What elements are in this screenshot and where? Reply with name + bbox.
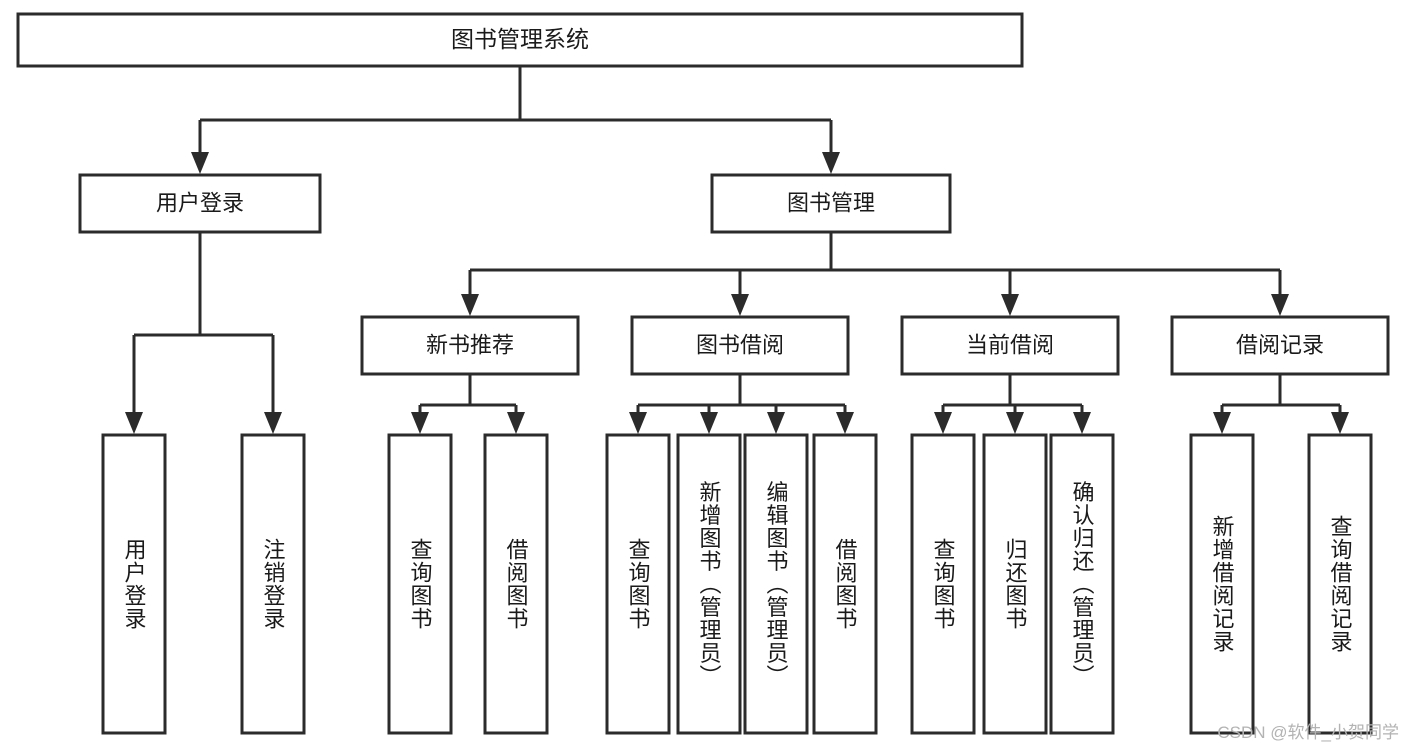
node-leaf-add-book-rect <box>676 433 742 735</box>
node-leaf-user-login-rect <box>101 433 167 735</box>
arrow-head-icon <box>767 412 785 434</box>
node-borrow-record-rect <box>1170 315 1390 376</box>
node-leaf-query-record-label: 查询借阅记录 <box>1328 515 1353 653</box>
node-user-login[interactable]: 用户登录 <box>78 173 322 234</box>
node-leaf-query-book-3[interactable]: 查询图书 <box>910 433 976 735</box>
node-new-book-rec-rect <box>360 315 580 376</box>
node-current-borrow[interactable]: 当前借阅 <box>900 315 1120 376</box>
node-leaf-query-record-rect <box>1307 433 1373 735</box>
node-leaf-logout-rect <box>240 433 306 735</box>
node-leaf-borrow-book-2-rect <box>812 433 878 735</box>
node-leaf-query-book-1-rect <box>387 433 453 735</box>
node-leaf-edit-book-rect <box>743 433 809 735</box>
node-leaf-add-record-rect <box>1189 433 1255 735</box>
node-root-label: 图书管理系统 <box>451 26 589 52</box>
arrow-head-icon <box>731 294 749 316</box>
node-user-login-label: 用户登录 <box>156 190 244 215</box>
node-leaf-return-book-rect <box>982 433 1048 735</box>
node-book-manage[interactable]: 图书管理 <box>710 173 952 234</box>
node-leaf-confirm-return[interactable]: 确认归还（管理员） <box>1049 433 1115 735</box>
node-root-rect <box>16 12 1024 68</box>
node-leaf-add-book-label: 新增图书（管理员） <box>697 481 722 688</box>
node-leaf-confirm-return-rect <box>1049 433 1115 735</box>
node-leaf-user-login-label: 用户登录 <box>122 538 147 630</box>
node-leaf-borrow-book-2-label: 借阅图书 <box>833 538 858 630</box>
node-book-borrow[interactable]: 图书借阅 <box>630 315 850 376</box>
arrow-head-icon <box>934 412 952 434</box>
node-root[interactable]: 图书管理系统 <box>16 12 1024 68</box>
node-leaf-query-book-3-rect <box>910 433 976 735</box>
node-leaf-user-login[interactable]: 用户登录 <box>101 433 167 735</box>
arrow-head-icon <box>507 412 525 434</box>
arrow-head-icon <box>1331 412 1349 434</box>
node-leaf-query-book-1-label: 查询图书 <box>408 538 433 630</box>
node-leaf-query-book-3-label: 查询图书 <box>931 538 956 630</box>
arrow-head-icon <box>1001 294 1019 316</box>
node-book-manage-label: 图书管理 <box>787 190 875 215</box>
arrow-head-icon <box>461 294 479 316</box>
node-borrow-record[interactable]: 借阅记录 <box>1170 315 1390 376</box>
arrow-head-icon <box>1073 412 1091 434</box>
node-leaf-query-book-2-label: 查询图书 <box>626 538 651 630</box>
node-leaf-query-record[interactable]: 查询借阅记录 <box>1307 433 1373 735</box>
watermark-label: CSDN @软件_小贺同学 <box>1217 723 1399 742</box>
node-leaf-return-book[interactable]: 归还图书 <box>982 433 1048 735</box>
node-new-book-rec[interactable]: 新书推荐 <box>360 315 580 376</box>
arrow-head-icon <box>411 412 429 434</box>
connector-layer <box>125 66 1349 434</box>
arrow-head-icon <box>1271 294 1289 316</box>
arrow-head-icon <box>125 412 143 434</box>
node-leaf-borrow-book-1-rect <box>483 433 549 735</box>
node-new-book-rec-label: 新书推荐 <box>426 332 514 357</box>
node-current-borrow-rect <box>900 315 1120 376</box>
arrow-head-icon <box>1213 412 1231 434</box>
node-leaf-query-book-1[interactable]: 查询图书 <box>387 433 453 735</box>
node-leaf-edit-book[interactable]: 编辑图书（管理员） <box>743 433 809 735</box>
node-borrow-record-label: 借阅记录 <box>1236 332 1324 357</box>
node-leaf-confirm-return-label: 确认归还（管理员） <box>1070 481 1095 688</box>
node-leaf-logout[interactable]: 注销登录 <box>240 433 306 735</box>
node-leaf-borrow-book-2[interactable]: 借阅图书 <box>812 433 878 735</box>
arrow-head-icon <box>1006 412 1024 434</box>
arrow-head-icon <box>836 412 854 434</box>
node-leaf-logout-label: 注销登录 <box>261 538 286 630</box>
node-leaf-add-book[interactable]: 新增图书（管理员） <box>676 433 742 735</box>
arrow-head-icon <box>264 412 282 434</box>
node-book-borrow-rect <box>630 315 850 376</box>
node-leaf-query-book-2-rect <box>605 433 671 735</box>
node-leaf-borrow-book-1[interactable]: 借阅图书 <box>483 433 549 735</box>
arrow-head-icon <box>191 152 209 174</box>
node-leaf-return-book-label: 归还图书 <box>1003 538 1028 630</box>
node-current-borrow-label: 当前借阅 <box>966 332 1054 357</box>
node-leaf-edit-book-label: 编辑图书（管理员） <box>764 481 789 688</box>
node-leaf-add-record-label: 新增借阅记录 <box>1210 515 1235 653</box>
node-book-manage-rect <box>710 173 952 234</box>
node-book-borrow-label: 图书借阅 <box>696 332 784 357</box>
arrow-head-icon <box>700 412 718 434</box>
arrow-head-icon <box>629 412 647 434</box>
node-leaf-add-record[interactable]: 新增借阅记录 <box>1189 433 1255 735</box>
arrow-head-icon <box>822 152 840 174</box>
node-layer: 图书管理系统用户登录图书管理新书推荐图书借阅当前借阅借阅记录用户登录注销登录查询… <box>16 12 1390 735</box>
node-leaf-query-book-2[interactable]: 查询图书 <box>605 433 671 735</box>
node-user-login-rect <box>78 173 322 234</box>
node-leaf-borrow-book-1-label: 借阅图书 <box>504 538 529 630</box>
